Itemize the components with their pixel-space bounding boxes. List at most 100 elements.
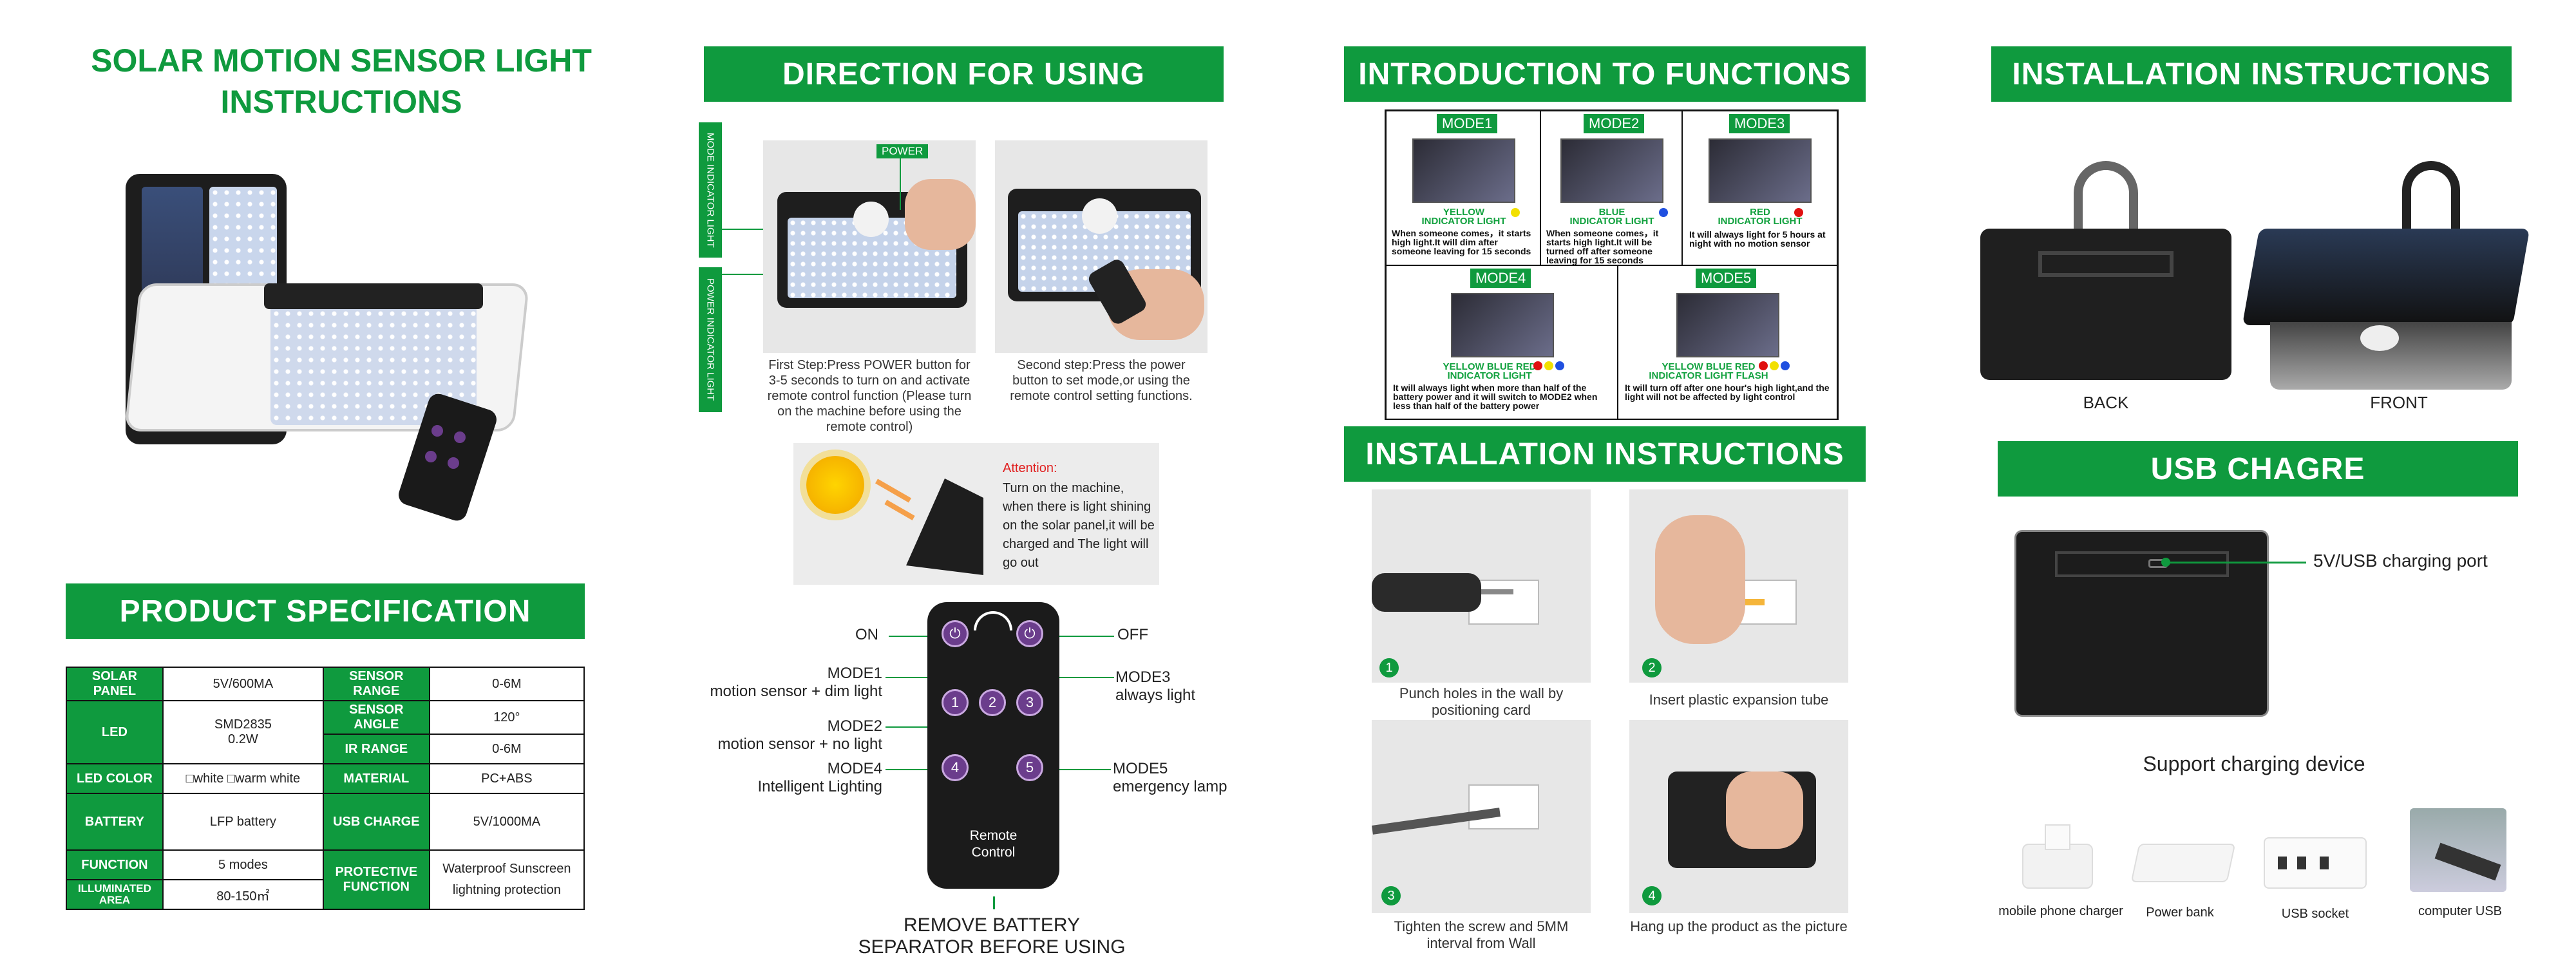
spec-title: PRODUCT SPECIFICATION xyxy=(66,583,585,639)
mode4-desc: Intelligent Lighting xyxy=(757,778,882,795)
mode5-label: MODE5 emergency lamp xyxy=(1113,760,1227,796)
spec-value: 80-150㎡ xyxy=(162,879,324,910)
lamp-product-image xyxy=(906,478,983,575)
mode-indicator-label: YELLOW INDICATOR LIGHT xyxy=(1412,207,1515,227)
spec-value: 5 modes xyxy=(162,849,324,880)
pointer-line xyxy=(889,636,953,637)
mode3-desc: always light xyxy=(1115,687,1196,704)
mode-indicator-color: YELLOW BLUE RED xyxy=(1662,361,1756,372)
usb-back-image xyxy=(2014,530,2269,717)
support-devices-heading: Support charging device xyxy=(2143,752,2365,775)
mode-image xyxy=(1560,138,1663,203)
install-step3-caption: Tighten the screw and 5MM interval from … xyxy=(1394,918,1569,951)
power-bank-image xyxy=(2130,844,2236,882)
off-button[interactable]: ⏻ xyxy=(1016,620,1043,647)
spec-key: SOLAR PANEL xyxy=(66,667,164,701)
on-button[interactable]: ⏻ xyxy=(942,620,969,647)
mode-tag: MODE2 xyxy=(1584,114,1645,133)
install-step1-caption: Punch holes in the wall by positioning c… xyxy=(1399,685,1564,718)
power-indicator-side-label: POWER INDICATOR LIGHT xyxy=(699,267,722,412)
mode4-button[interactable]: 4 xyxy=(942,754,969,781)
spec-value-line: lightning protection xyxy=(452,883,561,897)
mode-description: It will always light when more than half… xyxy=(1393,383,1598,411)
front-label: FRONT xyxy=(2370,393,2428,412)
mode3-label: MODE3 always light xyxy=(1115,668,1195,705)
mode-indicator-text: INDICATOR LIGHT xyxy=(1421,216,1506,227)
spec-value: 5V/1000MA xyxy=(428,793,585,851)
attention-label: Attention: xyxy=(1003,461,1057,475)
attention-text: Turn on the machine, when there is light… xyxy=(1003,481,1155,570)
mode1-button[interactable]: 1 xyxy=(942,689,969,716)
spec-value-line: Waterproof Sunscreen xyxy=(442,862,571,876)
mode-indicator-text: INDICATOR LIGHT xyxy=(1718,216,1803,227)
spec-value: 5V/600MA xyxy=(162,667,324,701)
spec-key: IR RANGE xyxy=(322,734,430,764)
spec-value-line: SMD2835 xyxy=(214,717,272,732)
install-mid-title: INSTALLATION INSTRUCTIONS xyxy=(1344,426,1866,482)
install-step1-photo xyxy=(1372,489,1591,683)
spec-key: SENSOR RANGE xyxy=(322,667,430,701)
mode-image xyxy=(1676,293,1779,357)
mode-description: When someone comes，it starts high light.… xyxy=(1546,228,1659,265)
wireless-signal-icon xyxy=(974,611,1012,630)
step1-caption: First Step:Press POWER button for 3-5 se… xyxy=(767,358,972,434)
mode-indicator-color: BLUE xyxy=(1598,207,1625,218)
step2-photo xyxy=(995,140,1208,353)
remote-label-line: Remote xyxy=(969,828,1018,843)
mode-indicator-label: YELLOW BLUE RED INDICATOR LIGHT FLASH xyxy=(1644,361,1773,381)
install-right-title: INSTALLATION INSTRUCTIONS xyxy=(1991,46,2512,102)
device-label-computer: computer USB xyxy=(2418,904,2503,918)
table-row: IR RANGE 0-6M xyxy=(66,734,585,764)
mode-indicator-side-label: MODE INDICATOR LIGHT xyxy=(699,122,722,258)
mode3-button[interactable]: 3 xyxy=(1016,689,1043,716)
mode-indicator-color: YELLOW xyxy=(1443,207,1485,218)
step2-caption: Second step:Press the power button to se… xyxy=(1010,358,1193,403)
mode-description: It will always light for 5 hours at nigh… xyxy=(1689,229,1826,249)
function-cell-mode3: MODE3 RED INDICATOR LIGHT It will always… xyxy=(1682,111,1837,265)
device-label-powerbank: Power bank xyxy=(2146,905,2214,920)
spec-key: LED COLOR xyxy=(66,763,164,794)
spec-key: SENSOR ANGLE xyxy=(322,700,430,735)
pointer-line xyxy=(1043,769,1111,770)
mode5-button[interactable]: 5 xyxy=(1016,754,1043,781)
table-row: SOLAR PANEL 5V/600MA SENSOR RANGE 0-6M xyxy=(66,667,585,701)
device-label-charger: mobile phone charger xyxy=(1998,904,2123,918)
tri-color-dots-icon xyxy=(1531,360,1564,372)
mode-tag: MODE1 xyxy=(1437,114,1498,133)
pointer-line xyxy=(1043,636,1114,637)
mode2-title: MODE2 xyxy=(827,717,882,735)
pointer-line xyxy=(1043,677,1114,678)
table-row: ILLUMINATED AREA 80-150㎡ xyxy=(66,879,584,910)
pointer-line xyxy=(722,274,793,275)
spec-value: SMD2835 0.2W xyxy=(162,700,324,764)
mode-indicator-label: RED INDICATOR LIGHT xyxy=(1709,207,1812,227)
mode2-button[interactable]: 2 xyxy=(979,689,1006,716)
mode-description: It will turn off after one hour's high l… xyxy=(1625,383,1830,402)
table-row: BATTERY LFP battery USB CHARGE 5V/1000MA xyxy=(66,793,585,851)
mode1-label: MODE1 motion sensor + dim light xyxy=(696,665,882,701)
red-dot-icon xyxy=(1794,208,1803,217)
usb-socket-image xyxy=(2264,837,2367,889)
spec-value: PC+ABS xyxy=(428,763,585,794)
mode-indicator-label: YELLOW BLUE RED INDICATOR LIGHT xyxy=(1432,362,1548,381)
back-label: BACK xyxy=(2083,393,2129,412)
spec-value: 0-6M xyxy=(428,734,585,764)
mode-indicator-text: INDICATOR LIGHT xyxy=(1569,216,1654,227)
mode4-title: MODE4 xyxy=(827,760,882,777)
mode-description: When someone comes，it starts high light.… xyxy=(1392,228,1531,256)
remove-note-line: SEPARATOR BEFORE USING xyxy=(858,936,1126,958)
mode-tag: MODE5 xyxy=(1696,269,1757,288)
mode-indicator-text: INDICATOR LIGHT xyxy=(1447,370,1532,381)
spec-value-line: 0.2W xyxy=(228,732,258,746)
mode-tag: MODE3 xyxy=(1729,114,1790,133)
mode-image xyxy=(1412,138,1515,203)
function-cell-mode4: MODE4 YELLOW BLUE RED INDICATOR LIGHT It… xyxy=(1386,265,1618,420)
table-row: LED COLOR □white □warm white MATERIAL PC… xyxy=(66,763,585,794)
direction-title: DIRECTION FOR USING xyxy=(704,46,1224,102)
sun-icon xyxy=(806,456,864,514)
mode-indicator-text: INDICATOR LIGHT FLASH xyxy=(1649,370,1768,381)
function-cell-mode2: MODE2 BLUE INDICATOR LIGHT When someone … xyxy=(1540,111,1682,265)
spec-value: □white □warm white xyxy=(162,763,324,794)
mode3-title: MODE3 xyxy=(1115,668,1171,686)
usb-port-label: 5V/USB charging port xyxy=(2313,551,2488,571)
